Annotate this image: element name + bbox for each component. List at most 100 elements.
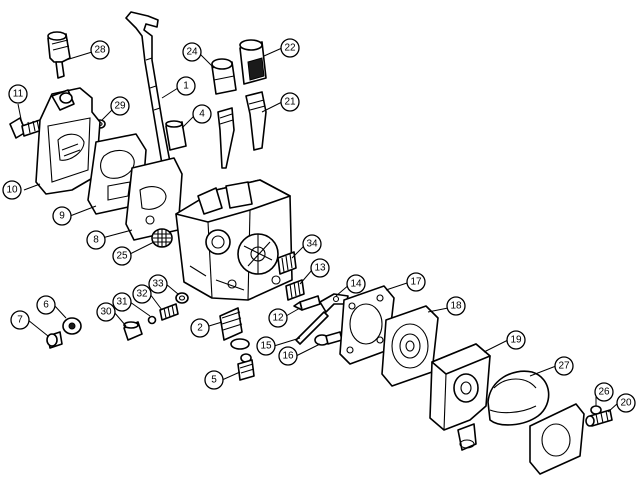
part-13-spring [285, 279, 305, 301]
callout-5: 5 [204, 370, 224, 390]
callout-12: 12 [268, 308, 288, 328]
callout-circle [90, 40, 110, 60]
part-5-screw [237, 353, 255, 381]
callout-label: 25 [116, 251, 128, 262]
part-25-fuel-screen [151, 228, 173, 248]
callout-circle [406, 272, 426, 292]
callout-label: 14 [350, 279, 362, 290]
callout-34: 34 [302, 234, 322, 254]
callout-14: 14 [346, 274, 366, 294]
callout-circle [554, 356, 574, 376]
callout-circle [446, 296, 466, 316]
callout-label: 13 [314, 263, 326, 274]
callout-label: 16 [282, 351, 294, 362]
callout-label: 33 [152, 279, 164, 290]
callout-circle [148, 274, 168, 294]
callout-circle [310, 258, 330, 278]
callout-label: 27 [558, 361, 570, 372]
callout-circle [112, 246, 132, 266]
callout-balloons: 1245678910111213141516171819202122242526… [2, 38, 636, 413]
callout-label: 11 [13, 89, 24, 100]
part-16-screw [314, 331, 343, 346]
callout-label: 12 [272, 313, 284, 324]
callout-label: 21 [284, 97, 296, 108]
part-11-screw [9, 117, 43, 139]
callout-17: 17 [406, 272, 426, 292]
callout-circle [278, 346, 298, 366]
part-10-cover [35, 87, 101, 195]
part-7-screw [46, 331, 63, 349]
part-34-spring [277, 251, 297, 275]
callout-circle [346, 274, 366, 294]
callout-11: 11 [8, 84, 28, 104]
part-6-washer [62, 317, 82, 335]
callout-19: 19 [506, 330, 526, 350]
part-19-pump-cover [429, 343, 491, 451]
callout-circle [52, 206, 72, 226]
part-15-spindle [295, 311, 329, 345]
part-33-ring [175, 292, 189, 304]
callout-label: 28 [94, 45, 106, 56]
callout-circle [86, 230, 106, 250]
part-8-plate [125, 157, 183, 241]
callout-label: 17 [410, 277, 422, 288]
callout-1: 1 [176, 76, 196, 96]
callout-label: 34 [306, 239, 318, 250]
callout-circle [280, 38, 300, 58]
callout-20: 20 [616, 393, 636, 413]
part-20-screw [585, 409, 613, 427]
part-32-spring [159, 303, 179, 321]
part-21-adjusting-screws [217, 91, 267, 169]
part-4-sleeve [165, 120, 187, 151]
callout-8: 8 [86, 230, 106, 250]
callout-circle [616, 393, 636, 413]
callout-circle [190, 318, 210, 338]
callout-label: 22 [284, 43, 296, 54]
callout-circle [280, 92, 300, 112]
part-31-ball [147, 315, 157, 325]
callout-label: 26 [598, 387, 610, 398]
part-24-limiter-cap [211, 58, 237, 95]
callout-9: 9 [52, 206, 72, 226]
callout-2: 2 [190, 318, 210, 338]
carburetor-body [175, 179, 293, 301]
callout-label: 30 [100, 307, 112, 318]
callout-15: 15 [256, 336, 276, 356]
callout-30: 30 [96, 302, 116, 322]
callout-circle [256, 336, 276, 356]
callout-circle [176, 76, 196, 96]
callout-4: 4 [192, 104, 212, 124]
part-12-inlet-needle [293, 295, 321, 311]
part-30-sleeve [123, 321, 143, 341]
callout-label: 1 [183, 81, 189, 92]
callout-29: 29 [110, 96, 130, 116]
callout-circle [112, 292, 132, 312]
callout-label: 15 [260, 341, 272, 352]
callout-circle [268, 308, 288, 328]
callout-26: 26 [594, 382, 614, 402]
part-1-throttle-lever [125, 11, 171, 165]
part-18-diaphragm [381, 305, 439, 387]
callout-label: 8 [93, 235, 99, 246]
leader-lines [17, 47, 619, 413]
callout-16: 16 [278, 346, 298, 366]
callout-circle [594, 382, 614, 402]
callout-32: 32 [132, 284, 152, 304]
callout-circle [8, 84, 28, 104]
callout-label: 6 [43, 300, 49, 311]
callout-circle [204, 370, 224, 390]
callout-label: 9 [59, 211, 65, 222]
callout-33: 33 [148, 274, 168, 294]
callout-circle [36, 295, 56, 315]
callout-label: 20 [620, 398, 632, 409]
callout-label: 24 [186, 47, 198, 58]
callout-circle [132, 284, 152, 304]
callout-label: 4 [199, 109, 205, 120]
callout-label: 5 [211, 375, 217, 386]
callout-circle [182, 42, 202, 62]
callout-circle [2, 180, 22, 200]
callout-label: 2 [197, 323, 203, 334]
callout-circle [506, 330, 526, 350]
callout-7: 7 [10, 310, 30, 330]
